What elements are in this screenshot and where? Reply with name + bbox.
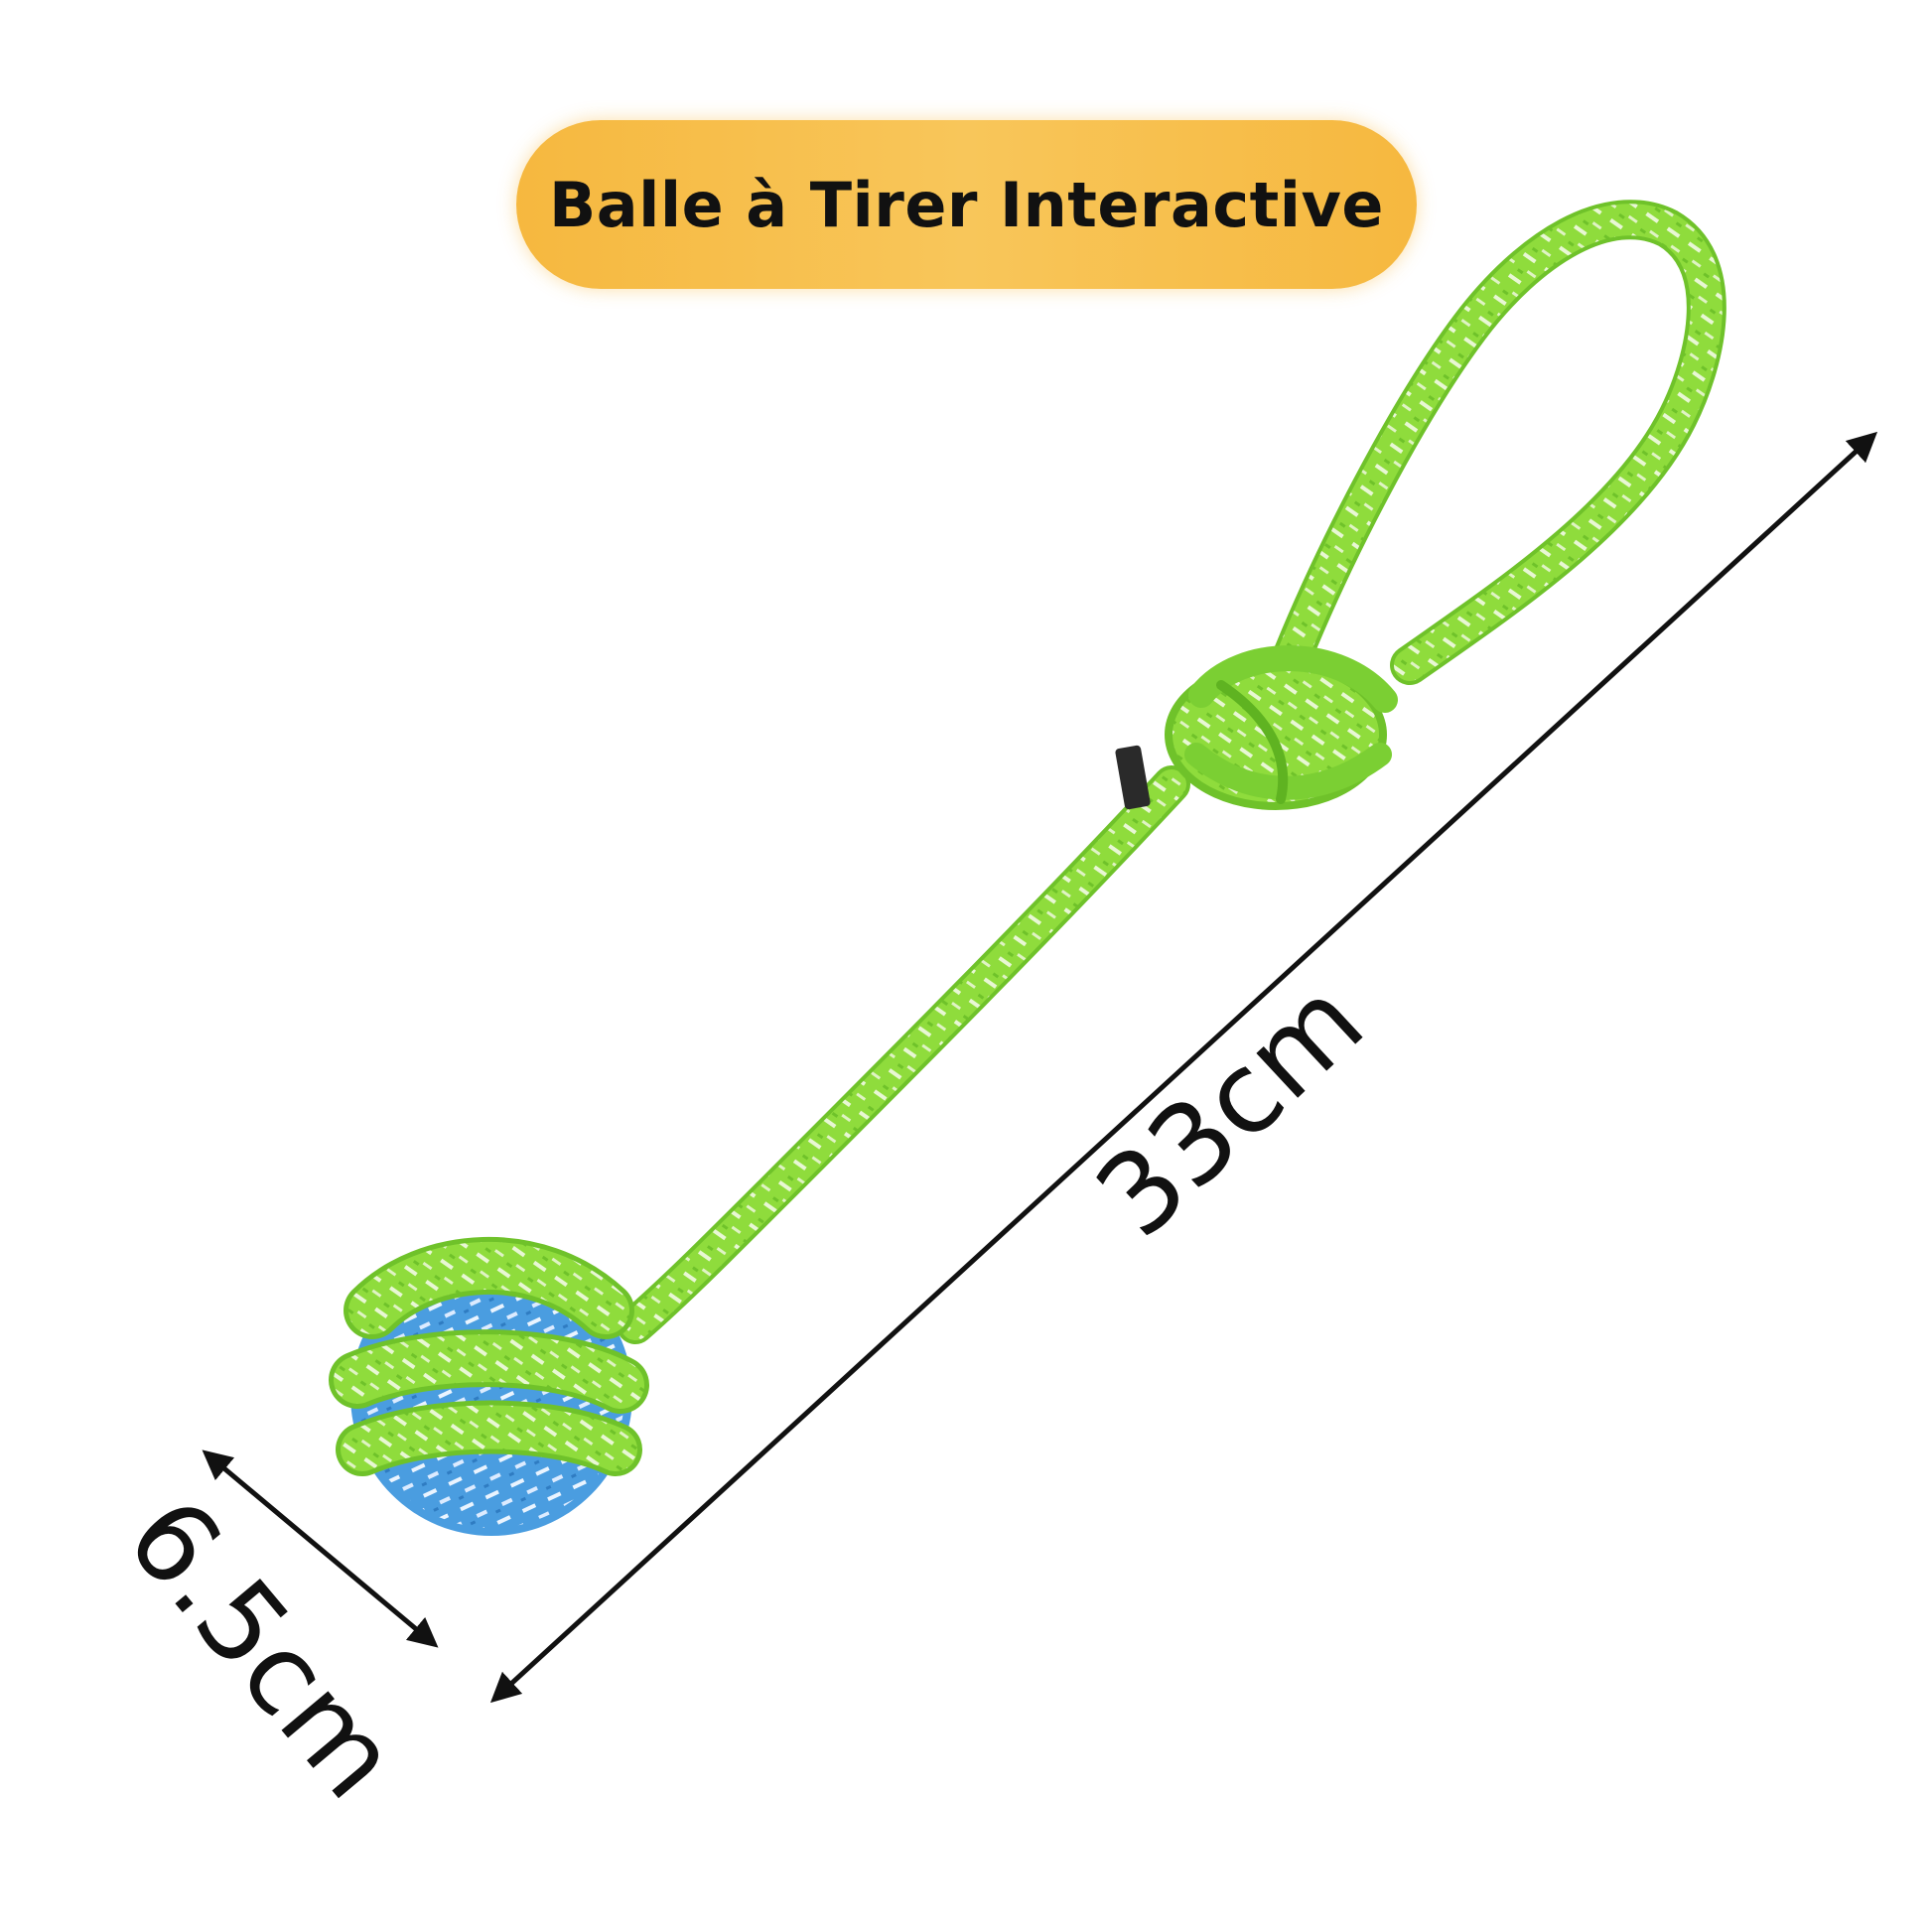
ball-diameter-arrow <box>202 1449 439 1648</box>
length-label: 33cm <box>1072 956 1388 1263</box>
ball-diameter-label: 6.5cm <box>101 1474 423 1823</box>
length-dimension: 33cm <box>489 431 1878 1704</box>
rope-ball <box>329 1236 649 1536</box>
title-badge: Balle à Tirer Interactive <box>516 120 1417 289</box>
rope-ball-toy-icon <box>329 200 1726 1536</box>
rope-tag <box>1115 745 1151 810</box>
length-arrow <box>489 431 1878 1704</box>
rope-knot <box>1165 645 1398 810</box>
ball-dimension: 6.5cm <box>101 1449 439 1823</box>
page-title: Balle à Tirer Interactive <box>549 168 1384 241</box>
